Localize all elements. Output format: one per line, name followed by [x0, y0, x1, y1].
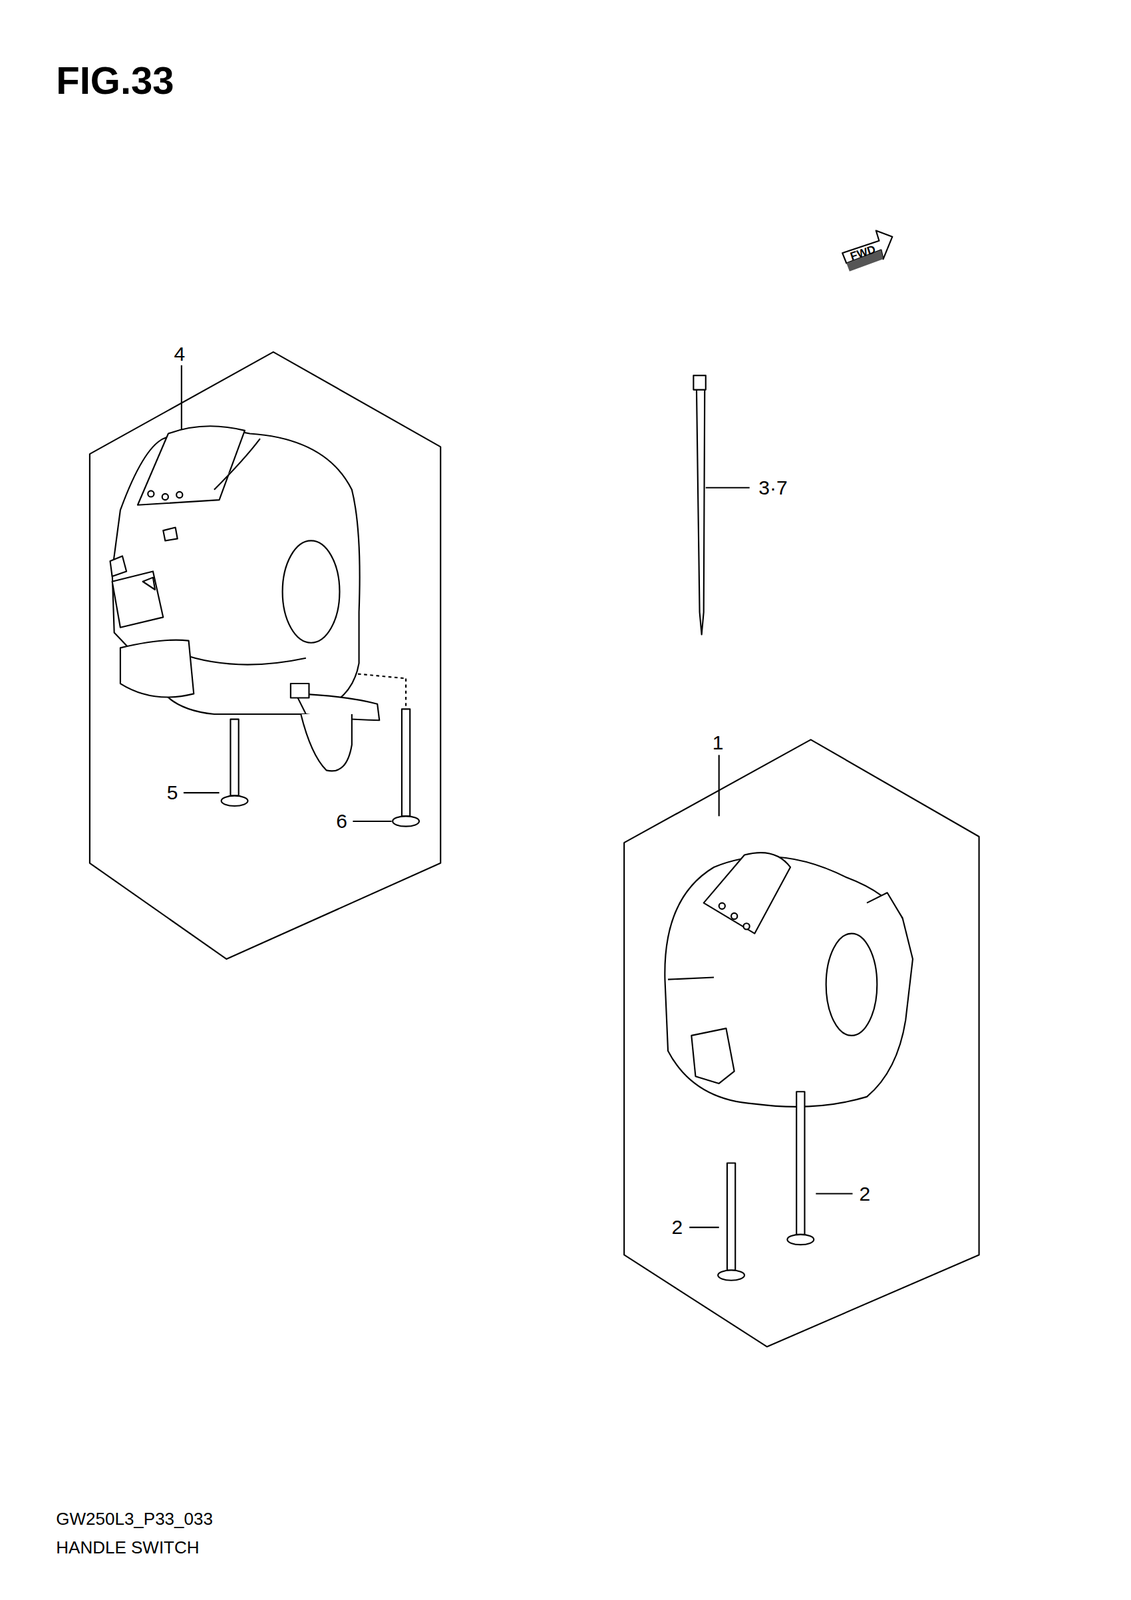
cable-tie — [693, 375, 706, 635]
left-handle-switch — [110, 425, 380, 771]
screw — [221, 708, 815, 1280]
figure-title: FIG.33 — [55, 61, 174, 100]
leader-line — [689, 1226, 719, 1228]
callout-number: 1 — [711, 732, 726, 753]
callout-number: 2 — [858, 1183, 873, 1204]
leader-line — [718, 754, 720, 816]
group-frame — [89, 351, 441, 959]
leader-line — [351, 673, 406, 679]
leader-line — [705, 486, 750, 489]
leader-line — [183, 791, 220, 794]
callout-number: 4 — [172, 343, 187, 364]
right-handle-switch — [664, 852, 913, 1107]
callout-number: 5 — [165, 782, 180, 803]
callout-number: 6 — [334, 810, 349, 831]
drawing-code: GW250L3_P33_033 — [55, 1509, 213, 1527]
drawing-caption: HANDLE SWITCH — [55, 1538, 199, 1556]
leader-line — [405, 677, 407, 706]
leader-line — [352, 820, 392, 822]
group-frame — [624, 739, 979, 1346]
callout-number: 2 — [670, 1216, 685, 1237]
leader-line — [815, 1192, 853, 1194]
callout-number: 3·7 — [757, 477, 789, 498]
